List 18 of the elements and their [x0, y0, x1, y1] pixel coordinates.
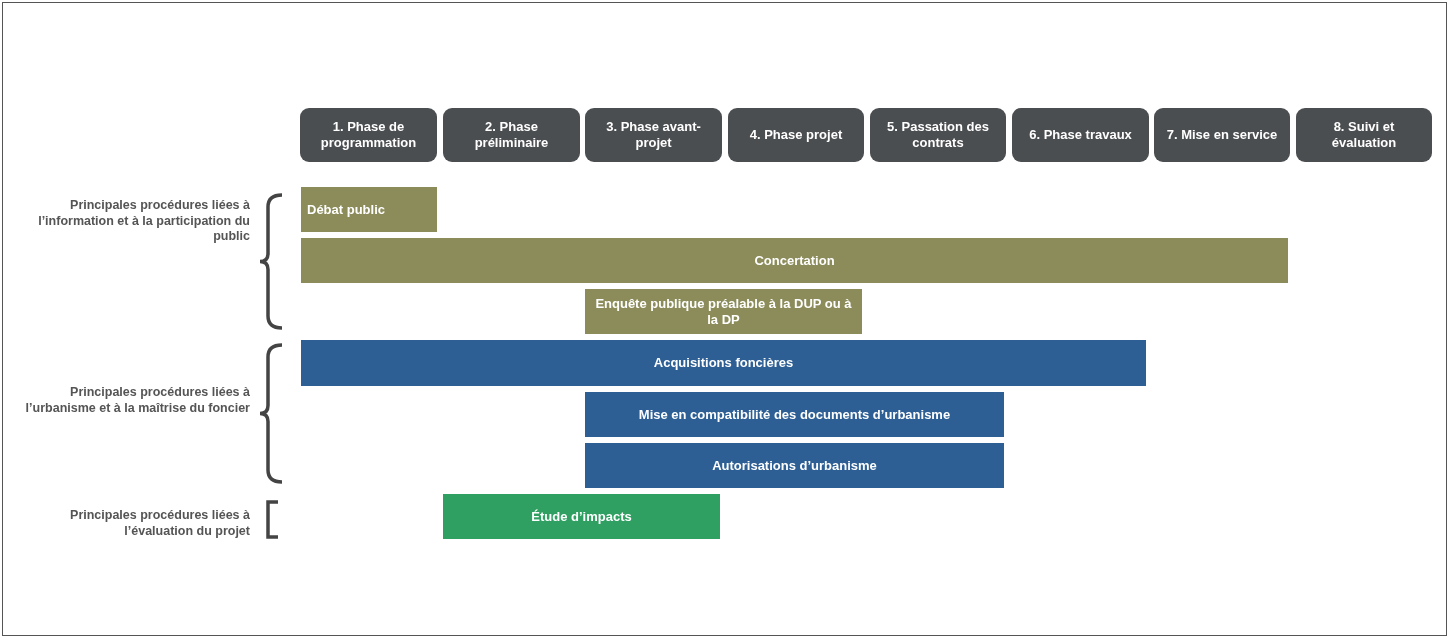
procedure-bar: Étude d’impacts	[443, 494, 720, 539]
phase-box: 6. Phase travaux	[1012, 108, 1149, 162]
group-label: Principales procédures liées à l’urbanisme et à la maîtrise du foncier	[24, 385, 250, 417]
procedure-bar: Débat public	[301, 187, 437, 232]
phase-box: 5. Passation des contrats	[870, 108, 1006, 162]
procedure-bar: Mise en compatibilité des documents d’urbanisme	[585, 392, 1004, 437]
phase-box: 2. Phase préliminaire	[443, 108, 580, 162]
procedure-bar: Autorisations d’urbanisme	[585, 443, 1004, 488]
group-label: Principales procédures liées à l’évaluation du projet	[69, 508, 250, 540]
phase-box: 7. Mise en service	[1154, 108, 1290, 162]
procedure-bar: Enquête publique préalable à la DUP ou à la DP	[585, 289, 862, 334]
phase-box: 4. Phase projet	[728, 108, 864, 162]
procedure-bar: Concertation	[301, 238, 1288, 283]
group-label: Principales procédures liées à l’information et à la participation du public	[37, 198, 250, 245]
phase-box: 1. Phase de programmation	[300, 108, 437, 162]
phase-box: 8. Suivi et évaluation	[1296, 108, 1432, 162]
procedure-bar: Acquisitions foncières	[301, 340, 1146, 386]
phase-box: 3. Phase avant-projet	[585, 108, 722, 162]
